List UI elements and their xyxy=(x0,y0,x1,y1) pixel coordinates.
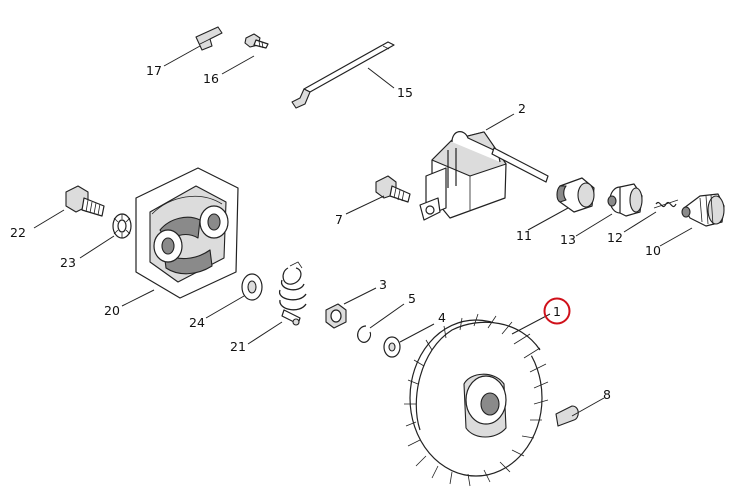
part-21-spring[interactable] xyxy=(279,261,307,326)
callout-20[interactable]: 20 xyxy=(104,303,120,318)
callout-4[interactable]: 4 xyxy=(438,310,446,325)
callout-1-highlight-ring xyxy=(543,297,571,325)
part-24-washer[interactable] xyxy=(241,273,263,301)
callout-8[interactable]: 8 xyxy=(603,387,611,402)
callout-labels: 17 16 15 2 7 22 23 11 13 12 10 20 24 21 … xyxy=(10,63,661,402)
callout-12[interactable]: 12 xyxy=(607,230,623,245)
callout-16[interactable]: 16 xyxy=(203,71,219,86)
part-8-key[interactable] xyxy=(555,405,579,427)
callout-5[interactable]: 5 xyxy=(408,291,416,306)
part-23-washer[interactable] xyxy=(112,213,132,239)
part-20-clutch[interactable] xyxy=(135,167,239,299)
callout-22[interactable]: 22 xyxy=(10,225,26,240)
callout-17[interactable]: 17 xyxy=(146,63,162,78)
callout-2[interactable]: 2 xyxy=(518,101,526,116)
leader-lines xyxy=(33,45,693,417)
part-22-bolt[interactable] xyxy=(65,185,105,217)
part-16-screw[interactable] xyxy=(244,33,269,49)
callout-7[interactable]: 7 xyxy=(335,212,343,227)
callout-13[interactable]: 13 xyxy=(560,232,576,247)
part-13-cap[interactable] xyxy=(607,183,643,217)
callout-23[interactable]: 23 xyxy=(60,255,76,270)
part-12-spring[interactable] xyxy=(653,199,679,209)
callout-24[interactable]: 24 xyxy=(189,315,205,330)
part-4-washer[interactable] xyxy=(383,336,401,358)
part-11-boot[interactable] xyxy=(556,177,595,213)
part-1-flywheel[interactable] xyxy=(404,313,549,487)
callout-1[interactable]: 1 xyxy=(553,304,561,319)
part-15-rod[interactable] xyxy=(291,41,395,109)
part-2-ignition-coil[interactable] xyxy=(419,131,549,221)
callout-15[interactable]: 15 xyxy=(397,85,413,100)
part-17-bracket[interactable] xyxy=(195,26,223,51)
callout-11[interactable]: 11 xyxy=(516,228,532,243)
callout-3[interactable]: 3 xyxy=(379,277,387,292)
callout-21[interactable]: 21 xyxy=(230,339,246,354)
part-7-bolt[interactable] xyxy=(375,175,411,203)
part-5-snap-ring[interactable] xyxy=(357,325,372,343)
part-3-nut[interactable] xyxy=(325,303,347,329)
callout-10[interactable]: 10 xyxy=(645,243,661,258)
part-10-terminal[interactable] xyxy=(681,193,725,227)
